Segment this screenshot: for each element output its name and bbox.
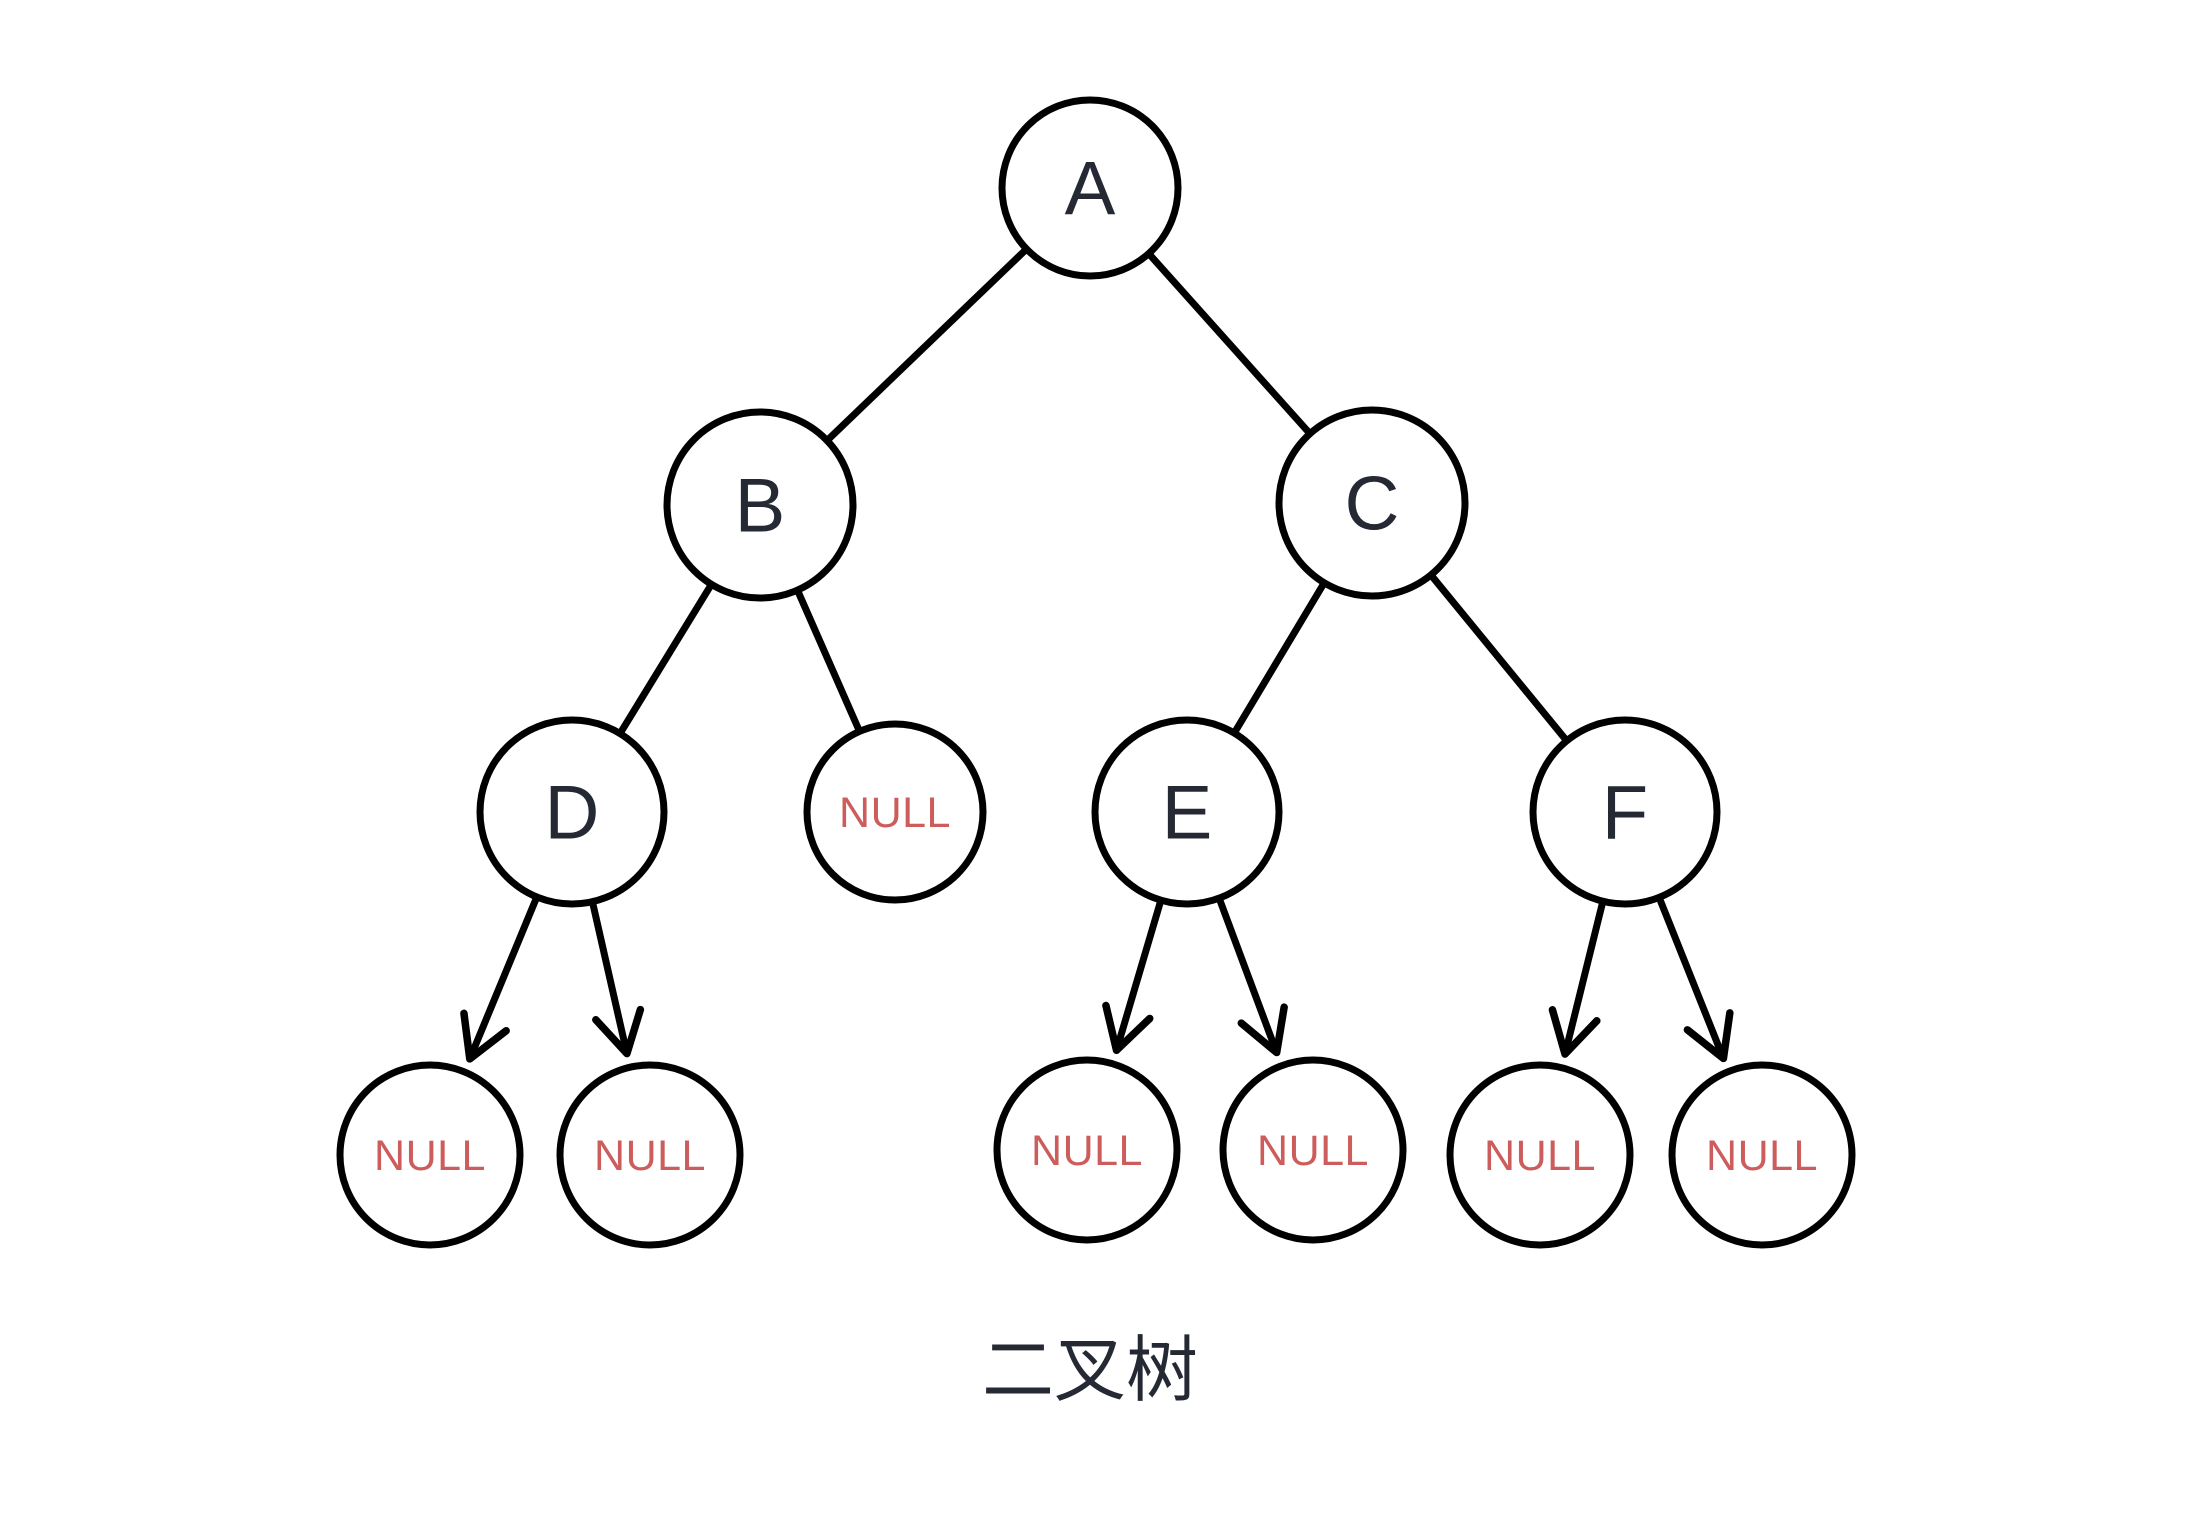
node-label-b: B [735,464,786,549]
tree-edge-d-to-n2 [460,895,540,1063]
arrow-head-icon [1548,1006,1601,1058]
node-label-n2: NULL [374,1132,486,1180]
tree-node-n7[interactable]: NULL [1668,1061,1856,1249]
tree-node-n2[interactable]: NULL [336,1061,524,1249]
node-circle-b[interactable] [663,408,857,602]
node-label-c: C [1345,462,1400,547]
tree-node-n1[interactable]: NULL [803,720,987,904]
tree-node-n4[interactable]: NULL [993,1056,1181,1244]
node-circle-e[interactable] [1091,716,1283,908]
node-label-d: D [545,771,600,856]
tree-edge-b-to-d [617,582,714,736]
node-label-n7: NULL [1706,1132,1818,1180]
node-circle-a[interactable] [998,96,1182,280]
tree-node-c[interactable]: C [1275,406,1469,600]
node-label-n1: NULL [839,789,951,837]
tree-node-e[interactable]: E [1091,716,1283,908]
tree-node-f[interactable]: F [1529,716,1721,908]
node-circle-n5[interactable] [1219,1056,1407,1244]
node-label-a: A [1065,147,1116,232]
tree-edge-a-to-c [1146,251,1313,436]
arrow-head-icon [1683,1009,1734,1063]
node-circle-n4[interactable] [993,1056,1181,1244]
node-circle-n3[interactable] [556,1061,744,1249]
node-circle-n1[interactable] [803,720,987,904]
tree-edge-e-to-n5 [1216,896,1288,1057]
tree-node-a[interactable]: A [998,96,1182,280]
tree-edge-c-to-f [1428,573,1569,743]
arrow-head-icon [460,1009,510,1063]
arrow-head-icon [1102,1001,1154,1055]
node-label-f: F [1602,771,1648,856]
edges-layer [460,246,1734,1063]
node-label-e: E [1162,771,1213,856]
arrow-head-icon [1237,1003,1288,1057]
node-label-n6: NULL [1484,1132,1596,1180]
tree-node-d[interactable]: D [476,716,668,908]
tree-edge-a-to-b [825,246,1029,443]
node-circle-f[interactable] [1529,716,1721,908]
arrow-head-icon [592,1005,645,1058]
nodes-layer: A B C D NULL E F NULL NULL NULL NULL NULL NULL [336,96,1856,1249]
node-circle-n2[interactable] [336,1061,524,1249]
tree-node-n6[interactable]: NULL [1446,1061,1634,1249]
tree-node-n3[interactable]: NULL [556,1061,744,1249]
node-circle-d[interactable] [476,716,668,908]
tree-edge-f-to-n7 [1656,895,1734,1063]
node-circle-n6[interactable] [1446,1061,1634,1249]
tree-edge-f-to-n6 [1548,899,1606,1058]
tree-node-n5[interactable]: NULL [1219,1056,1407,1244]
tree-edge-d-to-n3 [589,900,645,1058]
tree-edge-b-to-n1 [794,588,863,734]
node-label-n4: NULL [1031,1127,1143,1175]
diagram-caption: 二叉树 [982,1328,1198,1412]
node-label-n3: NULL [594,1132,706,1180]
tree-node-b[interactable]: B [663,408,857,602]
node-label-n5: NULL [1257,1127,1369,1175]
node-circle-n7[interactable] [1668,1061,1856,1249]
tree-edge-c-to-e [1231,581,1327,735]
node-circle-c[interactable] [1275,406,1469,600]
tree-edge-e-to-n4 [1102,898,1164,1055]
